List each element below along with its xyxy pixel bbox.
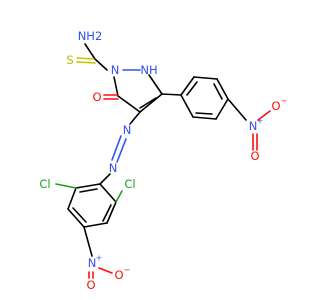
bond-n-ar: [99, 173, 111, 185]
atom-s: S: [66, 53, 73, 67]
no2r-o1: [257, 110, 271, 121]
bond-c-nh2: [84, 43, 96, 60]
atom-cl-right: Cl: [124, 177, 135, 191]
ph5b: [195, 112, 213, 115]
bond-c-n1: [94, 58, 108, 71]
bond-c4-c5: [117, 95, 141, 113]
atom-azo-n1: N: [123, 123, 132, 137]
ph3b: [213, 83, 223, 100]
atom-labels: NH2 S N NH O N N Cl Cl N + O − O N + O −…: [39, 29, 287, 292]
bond-c3-ph: [161, 93, 182, 96]
bond-cl-right: [115, 190, 123, 203]
bond-n-n-a: [111, 135, 122, 161]
atom-nitro-right-n: N: [249, 119, 258, 133]
ph4: [215, 98, 229, 120]
bond-c4-n: [129, 111, 141, 125]
bond-ph-no2: [227, 98, 247, 121]
ph1: [180, 76, 195, 96]
ar4b: [72, 207, 87, 223]
ar6b: [79, 188, 98, 193]
ar1: [99, 183, 117, 203]
ph1b: [186, 81, 198, 96]
bonds: [55, 43, 271, 279]
bond-nh-c3: [148, 74, 163, 95]
structure-diagram: NH2 S N NH O N N Cl Cl N + O − O N + O −…: [39, 29, 287, 292]
bond-c3-c4-b: [139, 97, 157, 109]
bond-c-s-a: [76, 57, 96, 60]
atom-carbonyl-o: O: [92, 90, 101, 104]
ar3: [83, 222, 108, 228]
ar2b: [102, 204, 112, 222]
charge-plus-bottom: +: [96, 254, 103, 263]
ph5: [192, 116, 217, 120]
ar6: [75, 183, 101, 189]
ar2: [106, 201, 117, 224]
atom-nitro-bottom-n: N: [88, 256, 97, 270]
bond-c3-c4-a: [139, 93, 163, 113]
atom-nitro-bottom-o1: O: [114, 268, 123, 282]
charge-plus-right: +: [257, 117, 264, 126]
bond-cl-left: [55, 183, 77, 189]
bond-n-n-b: [116, 138, 127, 163]
atom-nitro-right-o2: O: [250, 149, 259, 163]
atom-nitro-bottom-o2: O: [86, 278, 95, 292]
ph2: [193, 76, 218, 80]
charge-minus-bottom: −: [124, 266, 131, 275]
bond-c-s-b: [76, 61, 96, 64]
atom-cl-left: Cl: [39, 177, 50, 191]
ph3: [216, 78, 229, 100]
bond-ar-no2: [83, 226, 93, 257]
atom-nitro-right-o1: O: [271, 99, 280, 113]
atom-nh: NH: [140, 63, 157, 77]
atom-nh2: NH2: [78, 29, 103, 43]
no2b-o1: [98, 267, 113, 274]
atom-azo-n2: N: [109, 161, 118, 175]
ar4: [67, 208, 85, 228]
bond-c5-n1: [113, 76, 119, 97]
ar5: [67, 187, 77, 210]
atom-n1: N: [111, 63, 120, 77]
ph6: [180, 94, 194, 118]
charge-minus-right: −: [281, 97, 288, 106]
